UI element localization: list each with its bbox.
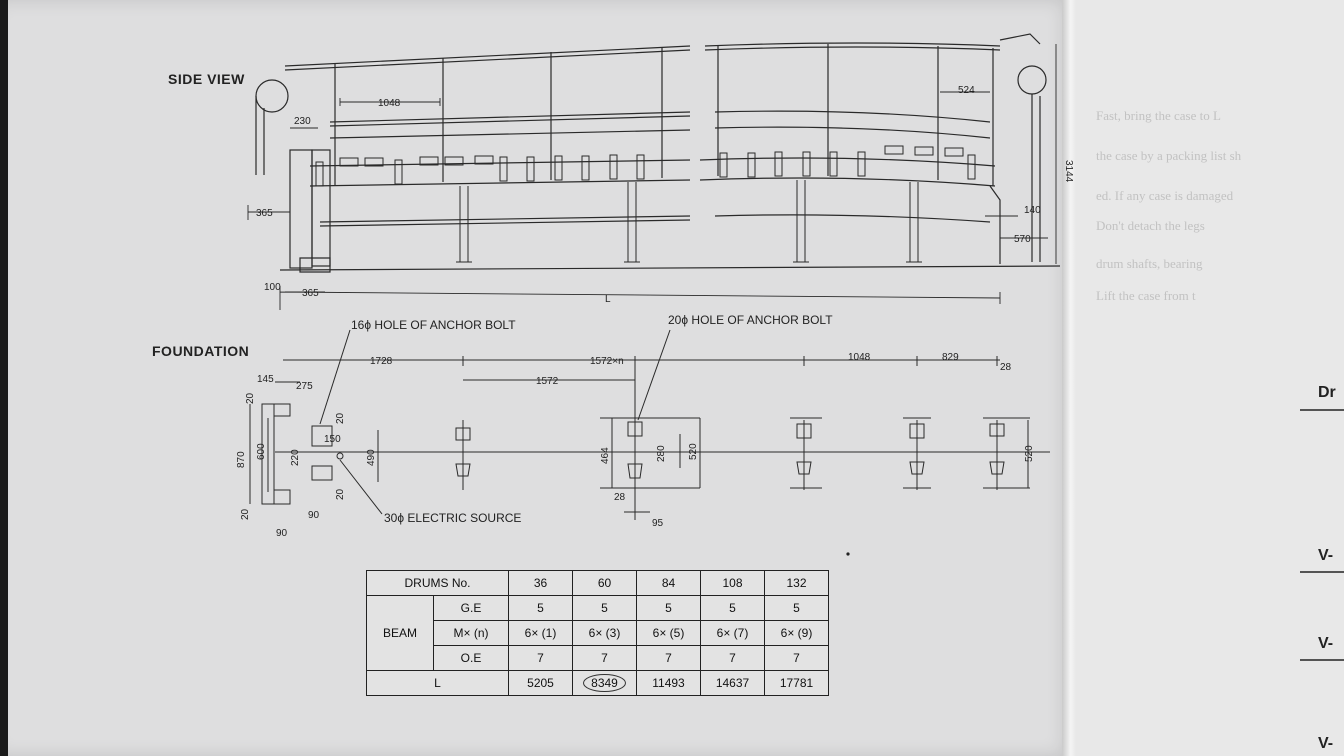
foundation-title: FOUNDATION (152, 343, 249, 359)
drum-spec-table: DRUMS No. 36 60 84 108 132 BEAM G.E 5 5 … (366, 570, 829, 696)
dim-570: 570 (1014, 234, 1031, 245)
table-cell: 7 (764, 645, 829, 671)
dim-28-bottom: 28 (614, 492, 626, 503)
circled-value: 8349 (583, 674, 626, 692)
row-label-mxn: M× (n) (433, 620, 509, 646)
dim-3144: 3144 (1063, 160, 1074, 183)
note-anchor-20: 20ϕ HOLE OF ANCHOR BOLT (668, 313, 833, 327)
table-row: L 5205 8349 11493 14637 17781 (366, 670, 829, 696)
drum-count-2: 84 (636, 570, 701, 596)
table-cell: 5205 (508, 670, 573, 696)
dim-230: 230 (294, 116, 311, 127)
table-cell: 14637 (700, 670, 765, 696)
row-label-ge: G.E (433, 595, 509, 621)
dim-1572xn: 1572×n (590, 356, 624, 367)
table-cell: 6× (3) (572, 620, 637, 646)
drum-count-3: 108 (700, 570, 765, 596)
drum-count-1: 60 (572, 570, 637, 596)
dim-1048-side: 1048 (378, 98, 401, 109)
table-cell-circled: 8349 (572, 670, 637, 696)
dim-95: 95 (652, 518, 664, 529)
right-label-2: V- (1318, 635, 1333, 652)
dim-520-a: 520 (688, 443, 699, 460)
svg-text:ed. If any case is damaged: ed. If any case is damaged (1096, 188, 1234, 203)
dim-220: 220 (290, 449, 301, 466)
table-cell: 6× (5) (636, 620, 701, 646)
table-cell: 6× (9) (764, 620, 829, 646)
dim-520-b: 520 (1024, 445, 1035, 462)
dim-280: 280 (656, 445, 667, 462)
table-cell: 6× (7) (700, 620, 765, 646)
dim-140: 140 (1024, 205, 1041, 216)
table-cell: 5 (572, 595, 637, 621)
dim-1728: 1728 (370, 356, 393, 367)
note-electric-source: 30ϕ ELECTRIC SOURCE (384, 511, 521, 525)
drum-count-4: 132 (764, 570, 829, 596)
row-label-oe: O.E (433, 645, 509, 671)
dim-600: 600 (256, 443, 267, 460)
table-row: O.E 7 7 7 7 7 (367, 645, 829, 671)
dim-20-c: 20 (335, 488, 346, 500)
dim-870: 870 (236, 451, 247, 468)
drum-count-0: 36 (508, 570, 573, 596)
table-cell: 11493 (636, 670, 701, 696)
dim-28-top: 28 (1000, 362, 1012, 373)
table-cell: 7 (508, 645, 573, 671)
dim-20-d: 20 (240, 508, 251, 520)
dim-100: 100 (264, 282, 281, 293)
right-label-1: V- (1318, 547, 1333, 564)
svg-text:the case by a packing list sh: the case by a packing list sh (1096, 148, 1242, 163)
dim-464: 464 (600, 447, 611, 464)
table-cell: 17781 (764, 670, 829, 696)
dim-524: 524 (958, 85, 975, 96)
right-label-3: V- (1318, 735, 1333, 752)
table-cell: 7 (700, 645, 765, 671)
svg-text:Lift the case from t: Lift the case from t (1096, 288, 1196, 303)
dim-275: 275 (296, 381, 313, 392)
svg-text:Fast, bring the case to L: Fast, bring the case to L (1096, 108, 1221, 123)
dim-150: 150 (324, 434, 341, 445)
right-page (1070, 0, 1344, 756)
dim-1048-foundation: 1048 (848, 352, 871, 363)
right-label-0: Dr (1318, 384, 1336, 401)
dim-L: L (605, 294, 611, 305)
dim-20-a: 20 (245, 392, 256, 404)
note-anchor-16: 16ϕ HOLE OF ANCHOR BOLT (351, 318, 516, 332)
table-cell: 5 (764, 595, 829, 621)
dim-90-a: 90 (308, 510, 320, 521)
table-cell: 5 (700, 595, 765, 621)
dim-829: 829 (942, 352, 959, 363)
dim-145: 145 (257, 374, 274, 385)
table-cell: 6× (1) (508, 620, 573, 646)
table-row: BEAM G.E 5 5 5 5 5 (366, 595, 829, 671)
table-cell: 5 (636, 595, 701, 621)
dim-1572: 1572 (536, 376, 559, 387)
svg-text:drum shafts, bearing: drum shafts, bearing (1096, 256, 1203, 271)
l-label: L (366, 670, 509, 696)
table-cell: 7 (636, 645, 701, 671)
drums-header-label: DRUMS No. (366, 570, 509, 596)
side-view-title: SIDE VIEW (168, 71, 245, 87)
table-row: M× (n) 6× (1) 6× (3) 6× (5) 6× (7) 6× (9… (367, 620, 829, 646)
dim-90-b: 90 (276, 528, 288, 539)
table-cell: 5 (508, 595, 573, 621)
dim-365-top: 365 (256, 208, 273, 219)
svg-text:Don't detach the legs: Don't detach the legs (1096, 218, 1205, 233)
dim-490: 490 (366, 449, 377, 466)
dim-20-b: 20 (335, 412, 346, 424)
table-cell: 7 (572, 645, 637, 671)
beam-label: BEAM (366, 595, 434, 671)
table-row: DRUMS No. 36 60 84 108 132 (366, 570, 829, 596)
book-gutter (1062, 0, 1076, 756)
dim-365-bottom: 365 (302, 288, 319, 299)
